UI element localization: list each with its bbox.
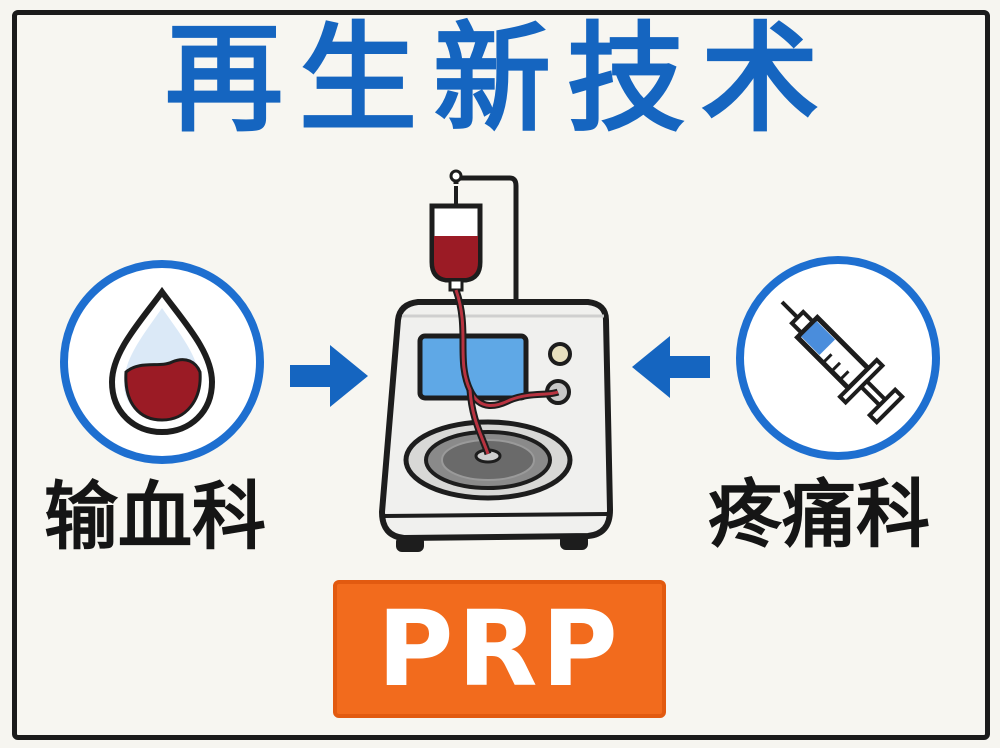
left-circle	[60, 260, 264, 464]
prp-badge: PRP	[333, 580, 666, 718]
right-label: 疼痛科	[708, 472, 930, 558]
left-arrow	[290, 345, 368, 407]
blood-drop-icon	[108, 286, 216, 436]
left-label: 输血科	[44, 474, 266, 560]
right-circle	[736, 256, 940, 460]
syringe-icon	[780, 300, 906, 426]
iv-bag-icon	[429, 186, 483, 292]
prp-badge-text: PRP	[377, 588, 622, 710]
centrifuge-machine	[378, 169, 614, 552]
right-arrow	[632, 336, 710, 398]
poster-title: 再生新技术	[164, 10, 835, 148]
